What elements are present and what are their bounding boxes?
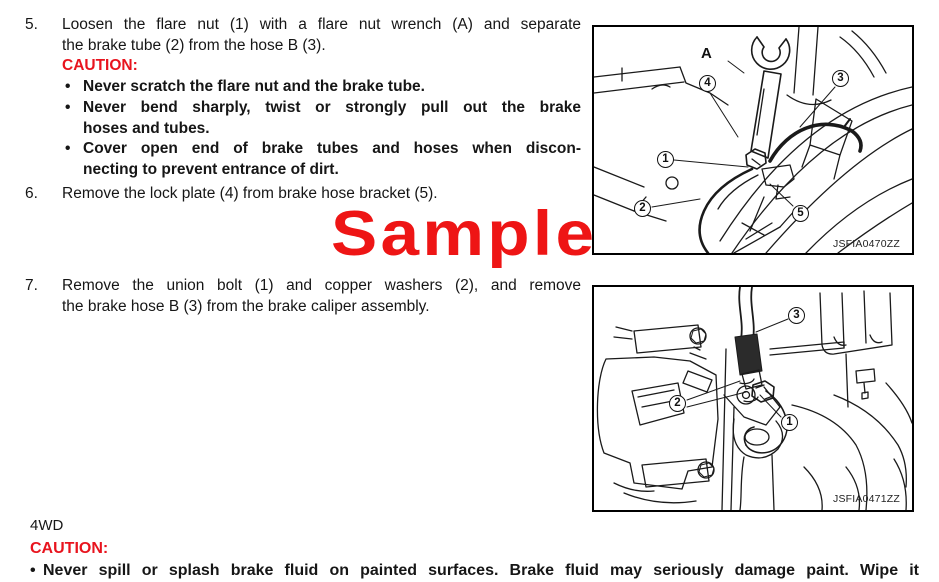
caution-bullet-3-line2: necting to prevent entrance of dirt. [83, 160, 339, 178]
step-7-number: 7. [25, 277, 38, 294]
caution-bullet-1-text: Never scratch the flare nut and the brak… [83, 78, 425, 96]
callout-hose-b-3: 3 [832, 70, 849, 87]
step-5-body: Loosen the flare nut (1) with a flare nu… [62, 15, 581, 181]
step-5: 5. Loosen the flare nut (1) with a flare… [25, 15, 581, 181]
caution-bullet-2-line1: Never bend sharply, twist or strongly pu… [83, 98, 581, 116]
figure-flare-nut-wrench: A 1 2 3 4 5 JSFIA0470ZZ [592, 25, 914, 255]
callout-lock-plate-4: 4 [699, 75, 716, 92]
callout-hose-bracket-5: 5 [792, 205, 809, 222]
sample-watermark: Sample [331, 199, 598, 269]
footer-caution-text: Never spill or splash brake fluid on pai… [43, 562, 919, 579]
footer-caution-heading: CAUTION: [30, 540, 109, 557]
step-7: 7. Remove the union bolt (1) and copper … [25, 276, 581, 317]
figure-2-code: JSFIA0471ZZ [833, 493, 900, 505]
callout-brake-hose-3: 3 [788, 307, 805, 324]
wrench-label-a: A [701, 45, 712, 62]
callout-union-bolt-1: 1 [781, 414, 798, 431]
brake-tube-wrench-diagram [594, 27, 912, 253]
step-5-text-line2: the brake tube (2) from the hose B (3). [62, 36, 326, 54]
step-7-text-line2: the brake hose B (3) from the brake cali… [62, 297, 430, 315]
callout-brake-tube-2: 2 [634, 200, 651, 217]
step-6-text: Remove the lock plate (4) from brake hos… [62, 185, 438, 202]
footer-caution-bullet: • Never spill or splash brake fluid on p… [30, 561, 919, 580]
caution-heading: CAUTION: [62, 57, 138, 75]
step-6-body: Remove the lock plate (4) from brake hos… [62, 184, 581, 205]
bullet-marker: • [65, 78, 71, 96]
caution-bullet-2: • Never bend sharply, twist or strongly … [62, 98, 581, 139]
callout-copper-washers-2: 2 [669, 395, 686, 412]
caution-bullet-3-line1: Cover open end of brake tubes and hoses … [83, 140, 581, 158]
callout-flare-nut-1: 1 [657, 151, 674, 168]
caution-bullet-3: • Cover open end of brake tubes and hose… [62, 139, 581, 180]
step-5-number: 5. [25, 16, 38, 33]
step-6-number: 6. [25, 185, 38, 202]
step-6: 6. Remove the lock plate (4) from brake … [25, 184, 581, 205]
drivetrain-label: 4WD [30, 517, 64, 534]
caliper-union-bolt-diagram [596, 287, 912, 510]
bullet-marker: • [65, 98, 71, 116]
caution-bullet-1: • Never scratch the flare nut and the br… [62, 77, 581, 98]
step-7-text-line1: Remove the union bolt (1) and copper was… [62, 277, 581, 294]
bullet-marker: • [30, 562, 36, 579]
figure-brake-caliper: 1 2 3 JSFIA0471ZZ [592, 285, 914, 512]
bullet-marker: • [65, 140, 71, 158]
figure-1-code: JSFIA0470ZZ [833, 238, 900, 250]
step-5-text-line1: Loosen the flare nut (1) with a flare nu… [62, 16, 581, 33]
step-7-body: Remove the union bolt (1) and copper was… [62, 276, 581, 317]
caution-bullet-2-line2: hoses and tubes. [83, 119, 210, 137]
